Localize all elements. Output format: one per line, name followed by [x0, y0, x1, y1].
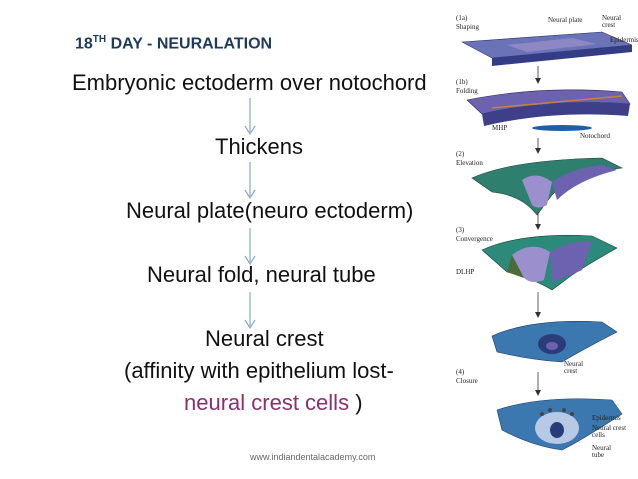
step-thickens: Thickens: [215, 134, 304, 159]
svg-text:cells: cells: [592, 431, 605, 439]
svg-text:(2): (2): [456, 150, 465, 158]
arrow-down-icon: [244, 228, 256, 266]
svg-text:tube: tube: [592, 451, 604, 459]
svg-text:crest: crest: [602, 21, 615, 29]
svg-text:Shaping: Shaping: [456, 23, 479, 31]
title-superscript: TH: [92, 34, 107, 45]
arrow-down-icon: [244, 162, 256, 200]
stage-folding: (1b) Folding MHP Notochord: [456, 78, 631, 140]
step-embryonic-ectoderm: Embryonic ectoderm over notochord: [72, 70, 427, 95]
arrow-down-icon: [244, 292, 256, 330]
svg-text:Convergence: Convergence: [456, 235, 493, 243]
footer-url: www.indiandentalacademy.com: [250, 452, 376, 462]
svg-text:(1a): (1a): [456, 14, 468, 22]
svg-text:Epidermis: Epidermis: [610, 36, 638, 44]
svg-text:Neural: Neural: [602, 14, 621, 22]
svg-text:Folding: Folding: [456, 87, 478, 95]
svg-text:Closure: Closure: [456, 377, 478, 385]
svg-text:Notochord: Notochord: [580, 132, 610, 140]
svg-text:DLHP: DLHP: [456, 268, 474, 276]
svg-text:Epidermis: Epidermis: [592, 414, 621, 422]
stage-elevation: (2) Elevation: [456, 150, 623, 216]
neural-crest-cells-text: neural crest cells: [184, 390, 350, 415]
svg-text:Elevation: Elevation: [456, 159, 483, 167]
step-neural-fold: Neural fold, neural tube: [147, 262, 376, 287]
slide-title: 18TH DAY - NEURALATION: [75, 34, 272, 53]
step-affinity-lost: (affinity with epithelium lost-: [124, 358, 394, 383]
stage-neural-tube: Epidermis Neural crest cells Neural tube: [496, 398, 626, 459]
svg-text:crest: crest: [564, 367, 577, 375]
closing-paren: ): [349, 390, 363, 415]
step-neural-crest-cells: neural crest cells ): [184, 390, 363, 416]
title-day-number: 18: [75, 35, 93, 53]
svg-text:(3): (3): [456, 226, 465, 234]
svg-text:Neural: Neural: [592, 444, 611, 452]
svg-text:(1b): (1b): [456, 78, 468, 86]
step-neural-crest: Neural crest: [205, 326, 324, 351]
stage-convergence: (3) Convergence DLHP: [456, 226, 618, 291]
svg-text:MHP: MHP: [492, 124, 507, 132]
step-neural-plate: Neural plate(neuro ectoderm): [126, 198, 414, 223]
svg-text:Neural plate: Neural plate: [548, 16, 582, 24]
arrow-down-icon: [244, 98, 256, 136]
svg-text:Neural: Neural: [564, 360, 583, 368]
stage-closure: (4) Closure Neural crest: [456, 320, 618, 385]
neurulation-figure: (1a) Shaping Neural plate Neural crest E…: [456, 14, 638, 459]
svg-text:(4): (4): [456, 368, 465, 376]
svg-text:Neural crest: Neural crest: [592, 424, 626, 432]
title-text: DAY - NEURALATION: [106, 35, 273, 53]
stage-shaping: (1a) Shaping Neural plate Neural crest E…: [456, 14, 638, 66]
